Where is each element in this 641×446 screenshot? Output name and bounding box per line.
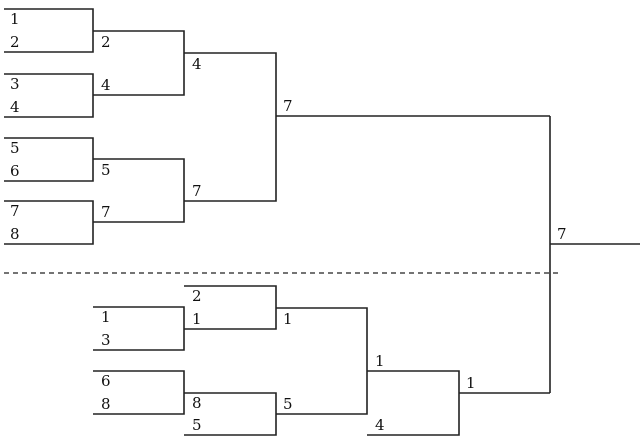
upper-r3-label-1: 4 xyxy=(192,55,202,73)
upper-r1-m2-a: 3 xyxy=(10,75,20,93)
lower-r2-m2-a: 8 xyxy=(192,394,202,412)
upper-bracket-lines xyxy=(4,8,550,245)
lower-r2-m2-b: 5 xyxy=(192,416,202,434)
upper-r3-match xyxy=(184,52,277,202)
upper-r2-label-3: 5 xyxy=(101,161,111,179)
upper-winner-label: 7 xyxy=(283,97,293,115)
lower-r3-label-2: 5 xyxy=(283,395,293,413)
lower-r1-m1-a: 1 xyxy=(101,308,111,326)
lower-r4-label-b: 4 xyxy=(375,416,385,434)
upper-r1-m1-a: 1 xyxy=(10,10,20,28)
lower-winner-label: 1 xyxy=(466,374,476,392)
lower-r3-label-1: 1 xyxy=(283,310,293,328)
lower-r1-m1-b: 3 xyxy=(101,331,111,349)
lower-r1-m2-a: 6 xyxy=(101,372,111,390)
upper-r2-label-4: 7 xyxy=(101,203,111,221)
lower-r3-match xyxy=(276,307,368,415)
upper-r1-m4-a: 7 xyxy=(10,202,20,220)
upper-r1-m1-b: 2 xyxy=(10,33,20,51)
lower-r1-m2-b: 8 xyxy=(101,395,111,413)
upper-r2-match-2 xyxy=(93,158,185,223)
lower-bracket-lines xyxy=(93,285,550,436)
lower-r4-label-a: 1 xyxy=(375,352,385,370)
lower-r2-m1-a: 2 xyxy=(192,287,202,305)
upper-r2-match-1 xyxy=(93,30,185,96)
upper-r1-m3-a: 5 xyxy=(10,139,20,157)
lower-r4-match xyxy=(367,370,460,436)
upper-bracket-labels: 1 2 3 4 5 6 7 8 2 4 5 7 4 7 7 xyxy=(10,10,293,243)
upper-r1-m3-b: 6 xyxy=(10,162,20,180)
upper-r1-m2-b: 4 xyxy=(10,98,20,116)
lower-bracket-labels: 1 3 6 8 2 1 8 5 1 5 1 4 1 xyxy=(101,287,476,434)
upper-r3-label-2: 7 xyxy=(192,182,202,200)
upper-r2-label-2: 4 xyxy=(101,76,111,94)
upper-r1-m4-b: 8 xyxy=(10,225,20,243)
upper-r2-label-1: 2 xyxy=(101,33,111,51)
lower-r2-m1-b: 1 xyxy=(192,310,202,328)
champion-label: 7 xyxy=(557,225,567,243)
